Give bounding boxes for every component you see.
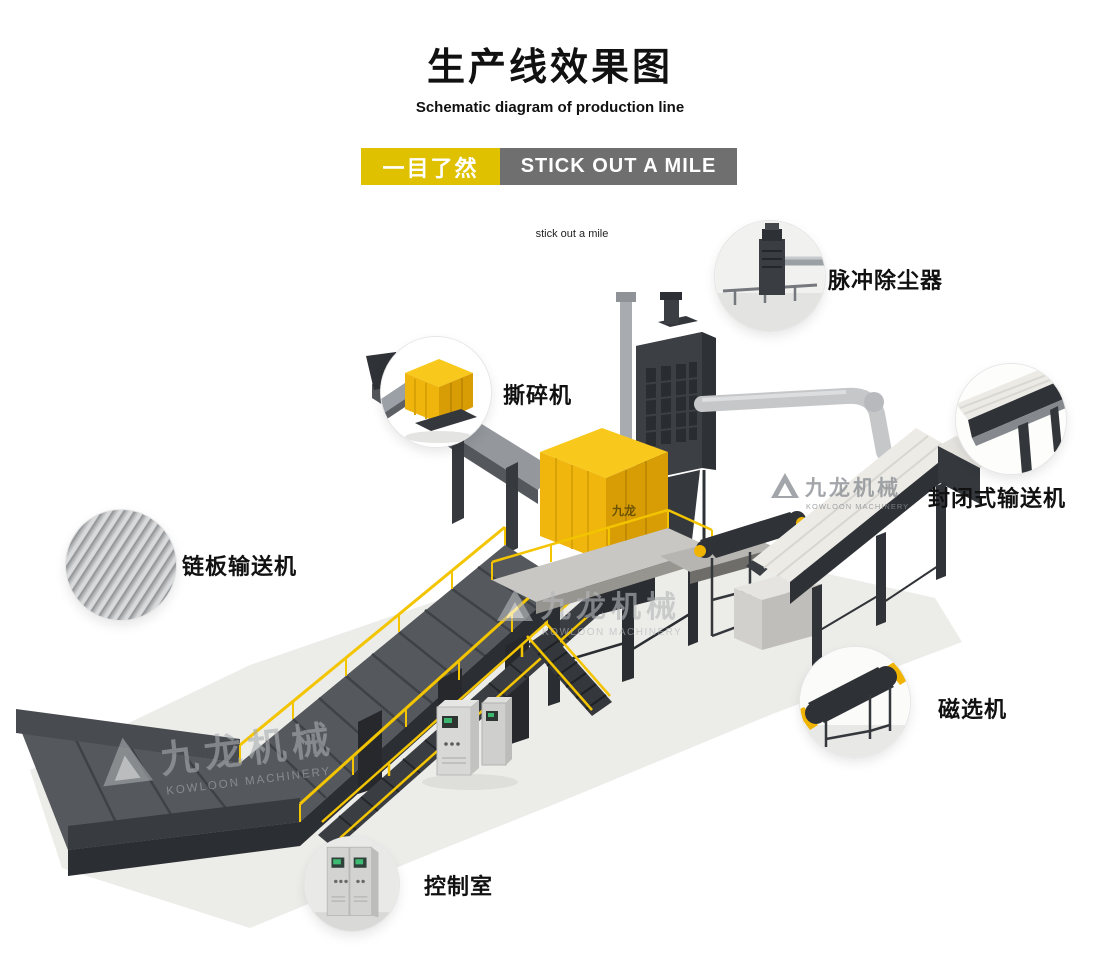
- dust-collector-tower-shape: [616, 292, 892, 566]
- pulse-dust-collector-thumb-art: [715, 221, 825, 331]
- callout-enclosed-conveyor-thumbnail: [956, 364, 1066, 474]
- shredder-thumb-art: [381, 337, 491, 447]
- watermark-zh-text: 九龙机械: [541, 591, 681, 624]
- page-title: 生产线效果图: [426, 47, 673, 89]
- page-subtitle: Schematic diagram of production line: [415, 99, 685, 116]
- banner: 一目了然 STICK OUT A MILE: [361, 148, 737, 185]
- callout-shredder-thumbnail: [381, 337, 491, 447]
- callout-chain-plate-conveyor-thumbnail: [66, 510, 176, 620]
- callout-magnetic-separator-thumbnail: [800, 647, 910, 757]
- callout-control-room-label: 控制室: [424, 874, 494, 899]
- enclosed-conveyor-thumb-art: [956, 364, 1066, 474]
- callout-shredder-label: 撕碎机: [503, 383, 573, 408]
- callout-pulse-dust-collector-label: 脉冲除尘器: [828, 268, 944, 293]
- watermark-right: 九龙机械 KOWLOON MACHINERY: [771, 473, 909, 511]
- banner-caption: stick out a mile: [535, 228, 609, 240]
- callout-chain-plate-conveyor-label: 链板输送机: [182, 554, 298, 579]
- banner-en-label: STICK OUT A MILE: [500, 148, 737, 185]
- service-platform-shape: [491, 508, 713, 716]
- watermark-en-text: KOWLOON MACHINERY: [806, 502, 909, 511]
- magnetic-separator-thumb-art: [800, 647, 910, 757]
- banner-zh-label: 一目了然: [361, 148, 500, 185]
- callout-magnetic-separator-label: 磁选机: [938, 697, 1008, 722]
- chain-plate-conveyor-thumb-art: [66, 510, 176, 620]
- control-room-thumb-art: [305, 837, 399, 931]
- watermark-zh-text: 九龙机械: [804, 476, 901, 500]
- callout-control-room-thumbnail: [305, 837, 399, 931]
- watermark-center: 九龙机械 KOWLOON MACHINERY: [497, 589, 682, 638]
- watermark-en-text: KOWLOON MACHINERY: [542, 627, 682, 638]
- shredder-brand-label: 九龙: [611, 503, 636, 518]
- callout-pulse-dust-collector-thumbnail: [715, 221, 825, 331]
- control-cabinets-shape: [422, 697, 518, 790]
- callout-enclosed-conveyor-label: 封闭式输送机: [928, 486, 1067, 511]
